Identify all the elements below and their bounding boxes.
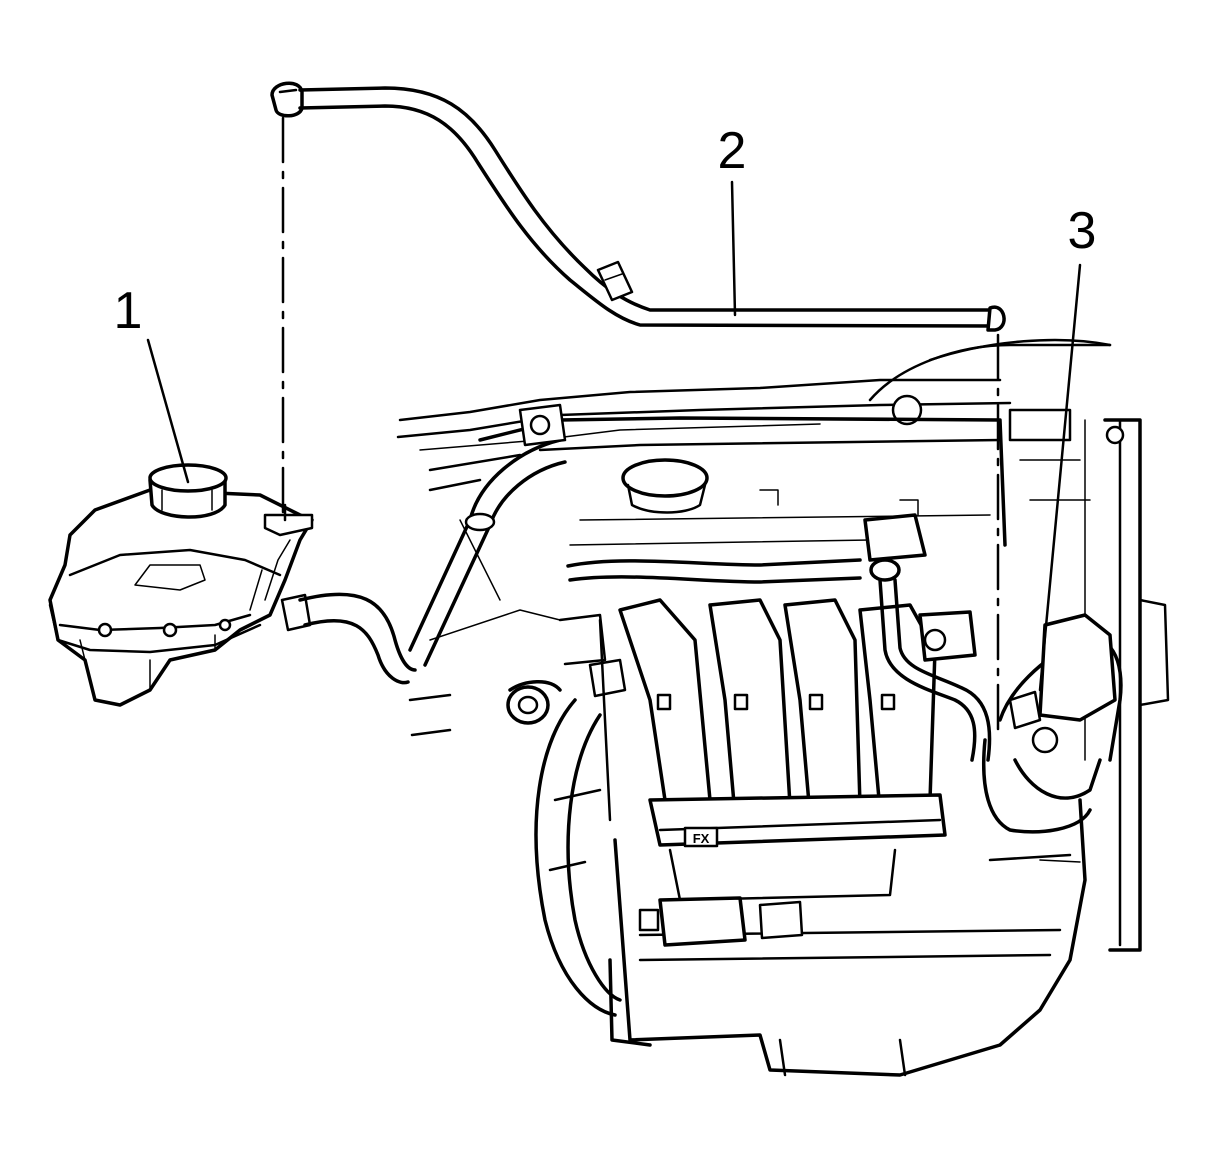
callout-1: 1 [114,282,190,484]
surge-tank-outlet-hose [298,592,417,685]
fx-stamp-text: FX [693,831,710,846]
callout-2: 2 [718,122,747,317]
callout-2-label: 2 [718,122,747,180]
engine-assembly: FX [396,338,1170,1077]
coolant-vent-hose [270,81,1006,332]
connection-phantom-lines [281,116,1000,732]
coolant-surge-tank [48,463,314,707]
callout-1-label: 1 [114,282,143,340]
callout-2-leader [730,180,737,317]
callout-3: 3 [1038,202,1097,692]
callout-1-leader [146,338,190,484]
callout-3-leader [1038,263,1082,692]
callout-3-label: 3 [1068,202,1097,260]
